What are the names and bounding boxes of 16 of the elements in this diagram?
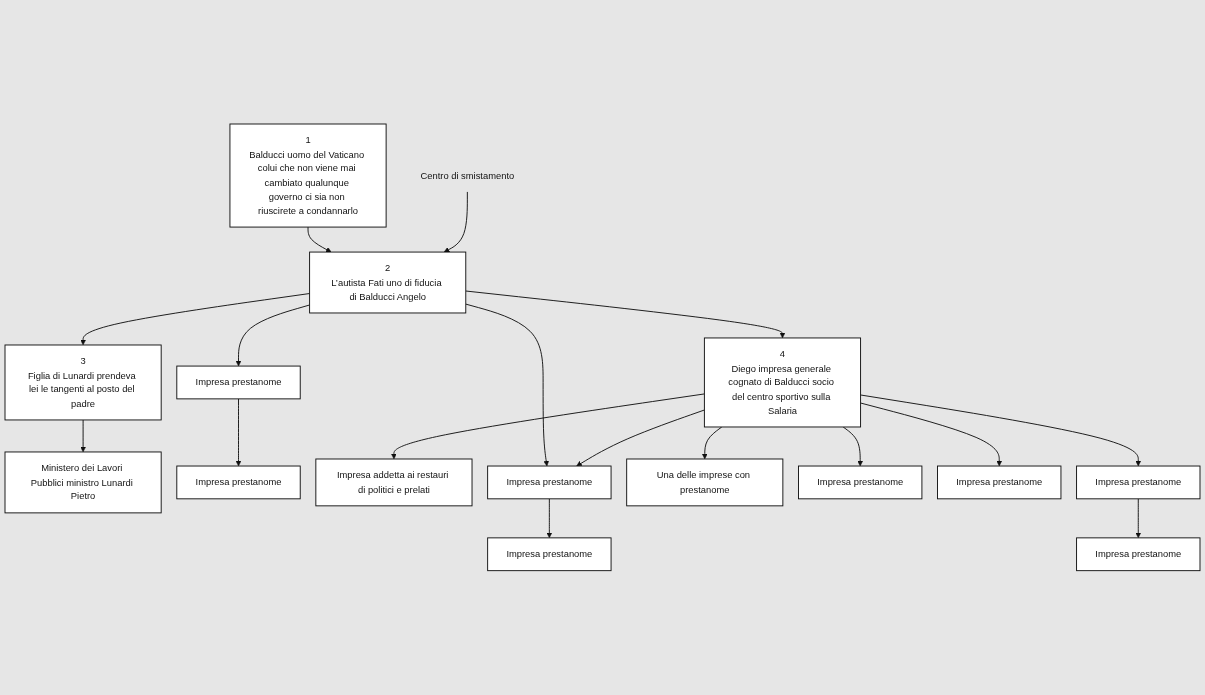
node-box: 4 Diego impresa generale cognato di Balducci socio del centro sportivo sulla Salaria (703, 337, 862, 428)
node-box: 2 L’autista Fati uno di fiducia di Balducci Angelo (309, 251, 467, 314)
node-box: 3 Figlia di Lunardi prendeva lei le tangenti al posto del padre (4, 344, 162, 421)
node-text: Centro di smistamento (420, 169, 515, 181)
node-box: Una delle imprese con prestanome (626, 458, 784, 507)
node-box: 1 Balducci uomo del Vaticano colui che non viene mai cambiato qualunque governo ci sia non riuscirete a condannarlo (229, 123, 387, 228)
node-box: Ministero dei Lavori Pubblici ministro Lunardi Pietro (4, 451, 162, 514)
node-box: Impresa prestanome (176, 465, 301, 500)
node-box: Impresa prestanome (487, 537, 612, 572)
node-box: Impresa prestanome (937, 465, 1062, 500)
node-box: Impresa prestanome (798, 465, 923, 500)
node-box: Impresa prestanome (1076, 537, 1201, 572)
node-box: Impresa addetta ai restauri di politici e prelati (315, 458, 473, 507)
node-box: Impresa prestanome (176, 365, 301, 400)
node-box: Impresa prestanome (1076, 465, 1201, 500)
node-box: Impresa prestanome (487, 465, 612, 500)
